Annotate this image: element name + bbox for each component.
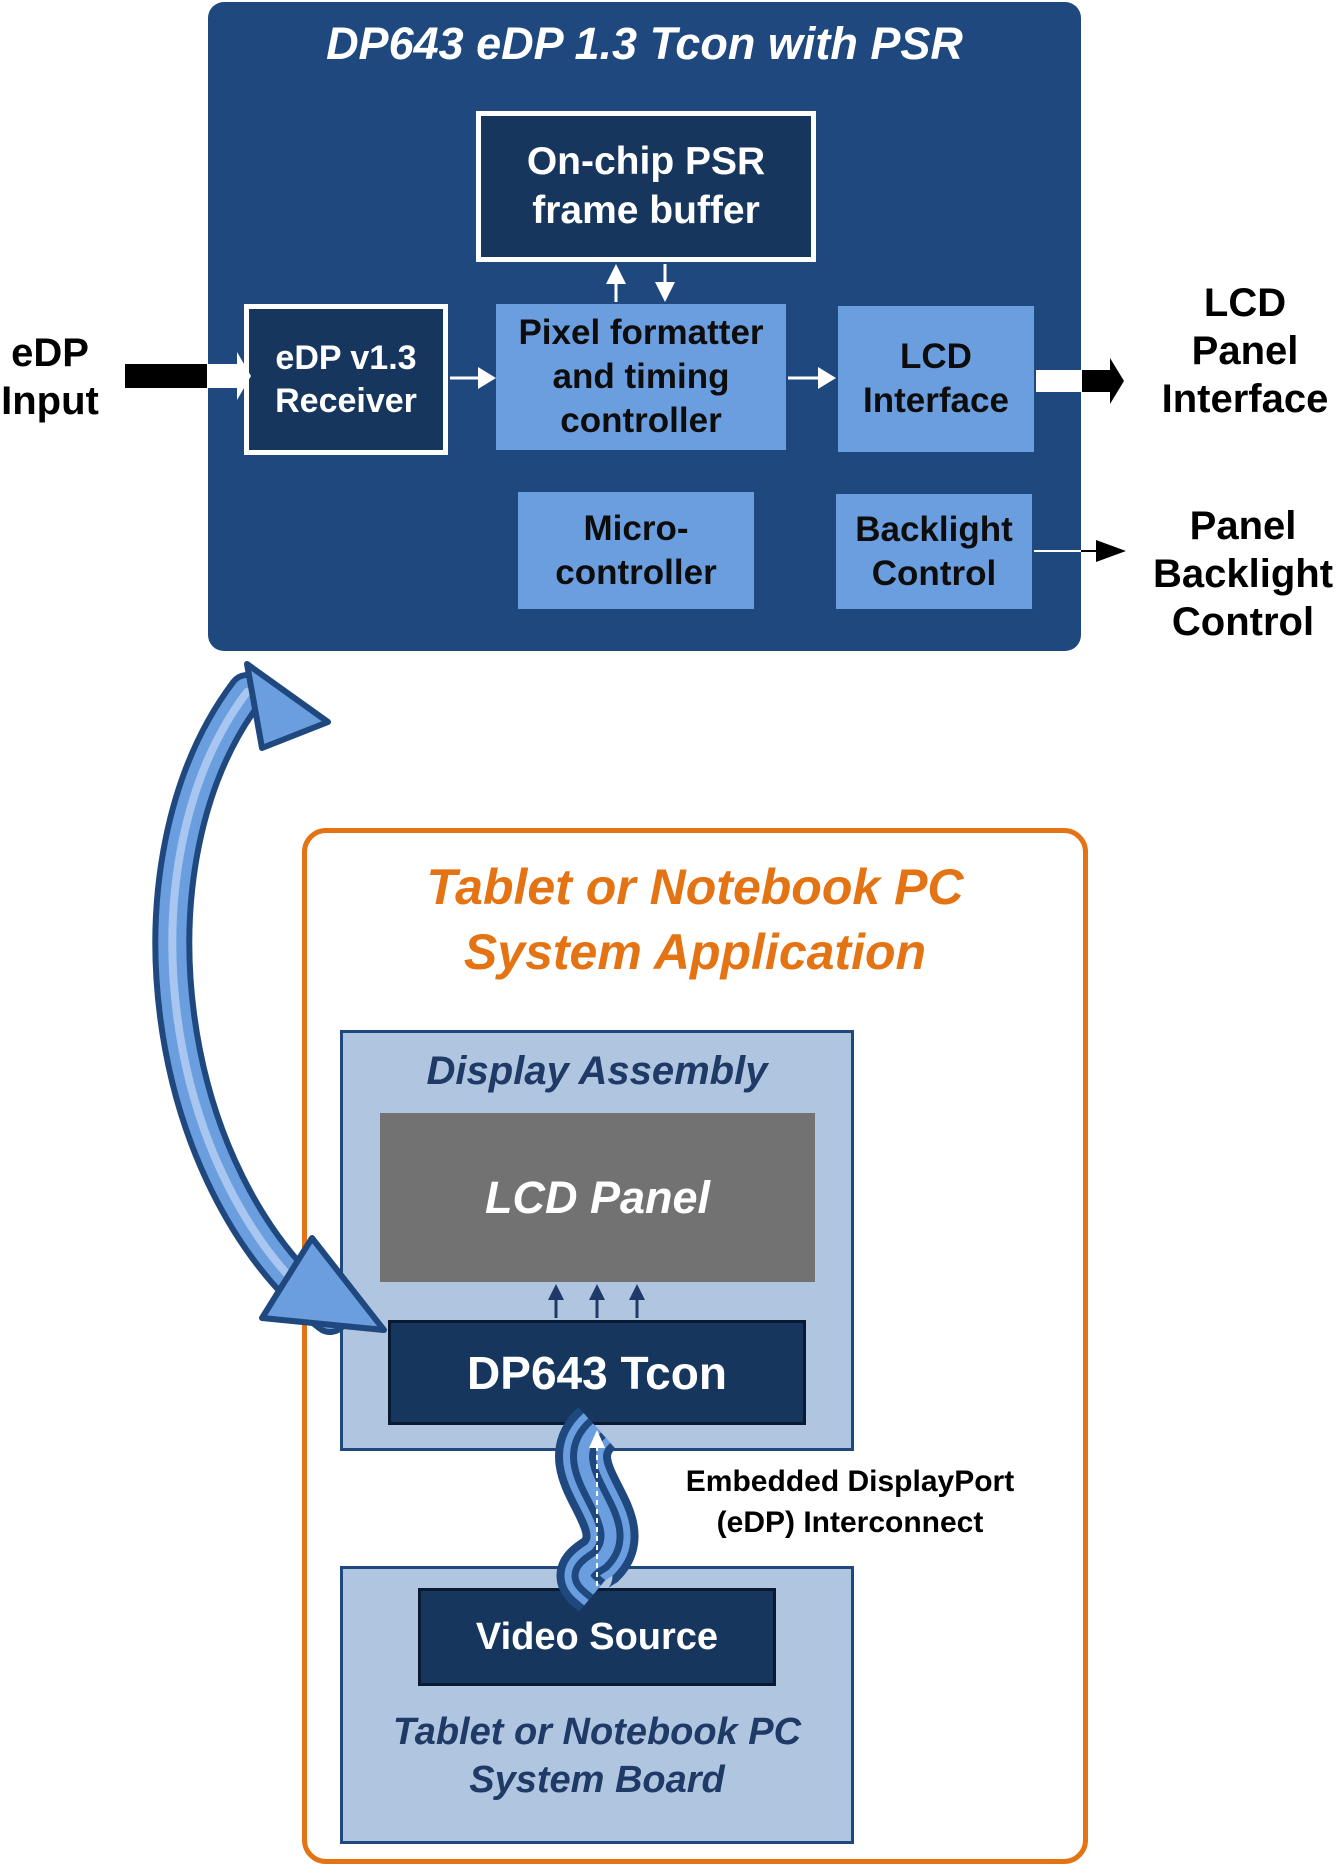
backlight-control-block: Backlight Control <box>836 494 1032 609</box>
edp-receiver-block: eDP v1.3 Receiver <box>244 304 448 455</box>
lcd-interface-block: LCD Interface <box>838 306 1034 452</box>
chip-title: DP643 eDP 1.3 Tcon with PSR <box>326 18 963 69</box>
tcon-to-lcd-arrows <box>548 1284 645 1318</box>
backlight-output-arrow <box>1034 540 1126 562</box>
panel-backlight-control-label: Panel Backlight Control <box>1152 504 1334 644</box>
edp-cable <box>555 1407 639 1612</box>
system-board-label: Tablet or Notebook PC System Board <box>392 1711 802 1801</box>
application-title: Tablet or Notebook PC System Application <box>426 859 964 980</box>
tcon-block: DP643 Tcon <box>388 1320 806 1425</box>
lcd-panel: LCD Panel <box>380 1113 815 1282</box>
edp-input-arrow <box>125 352 251 400</box>
display-assembly-label: Display Assembly <box>426 1049 768 1093</box>
lcd-panel-interface-label: LCD Panel Interface <box>1161 281 1329 421</box>
pixel-formatter-block: Pixel formatter and timing controller <box>496 304 786 450</box>
psr-buffer-arrows <box>606 264 675 302</box>
curved-callout-arrow <box>152 661 387 1335</box>
psr-frame-buffer-block: On-chip PSR frame buffer <box>476 111 816 262</box>
interconnect-label: Embedded DisplayPort (eDP) Interconnect <box>685 1465 1015 1539</box>
lcd-output-arrow <box>1036 358 1124 404</box>
microcontroller-block: Micro- controller <box>518 492 754 609</box>
edp-input-label: eDP Input <box>1 331 99 423</box>
